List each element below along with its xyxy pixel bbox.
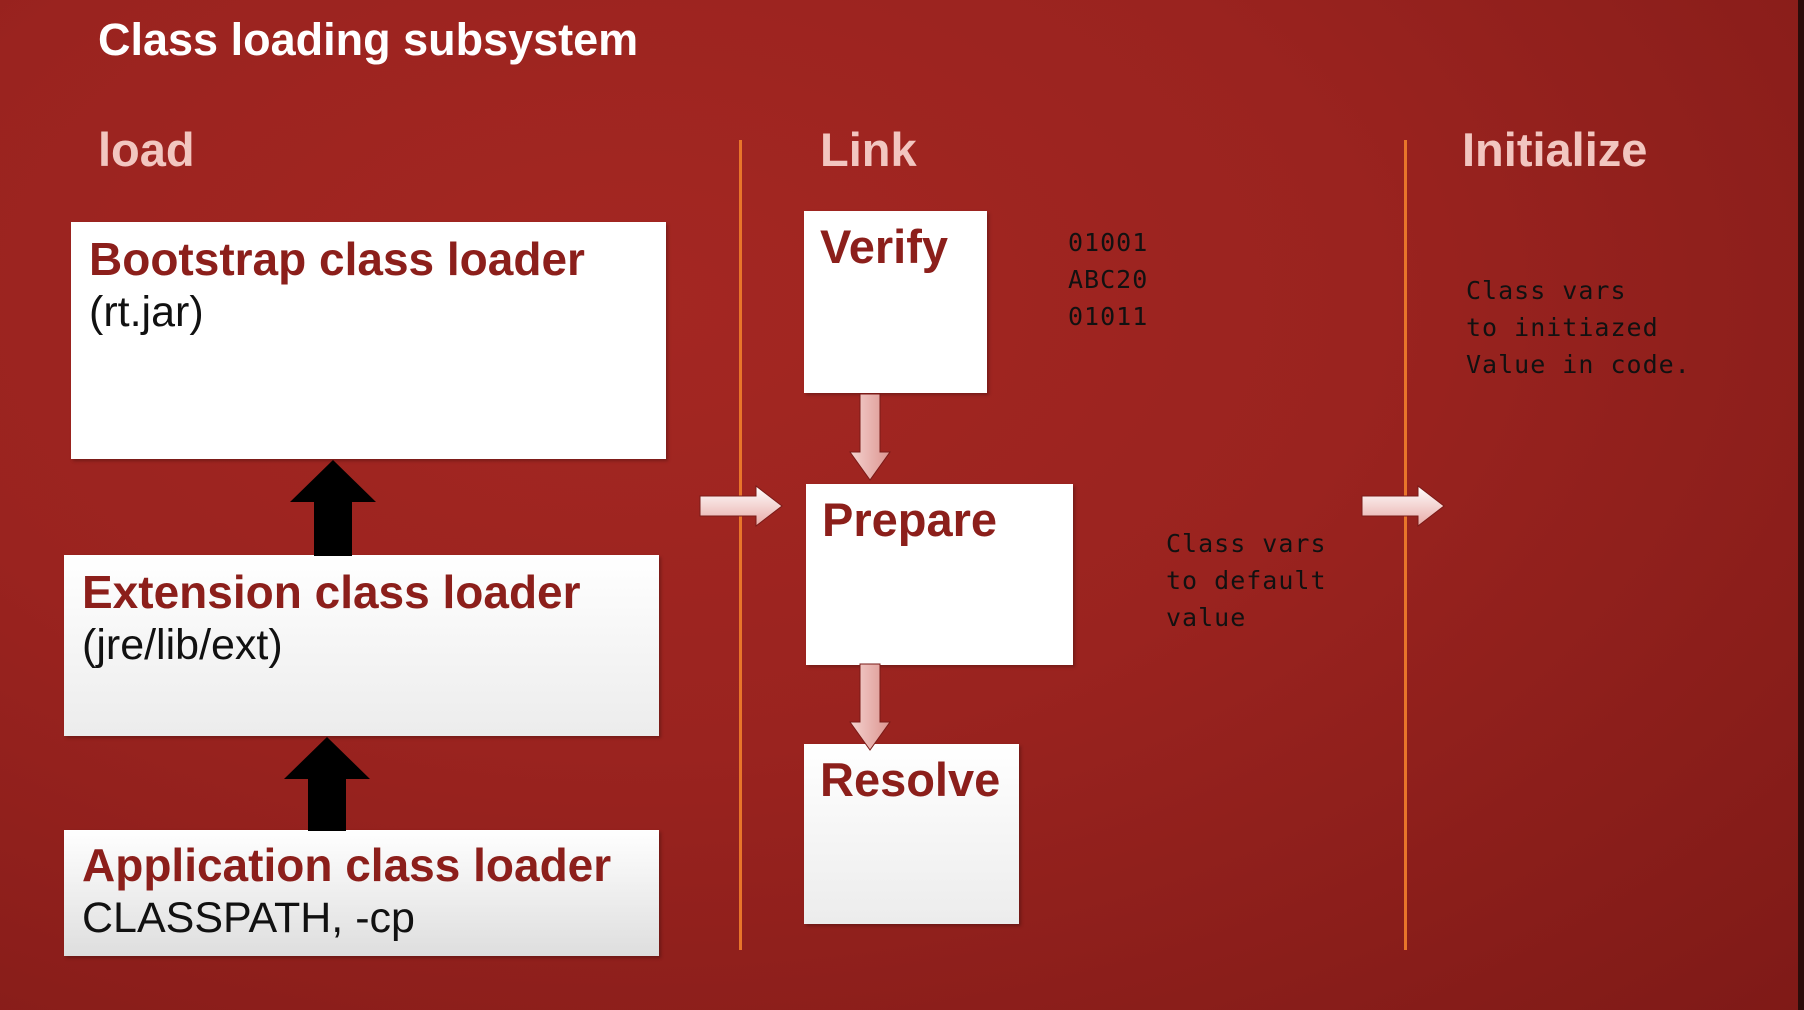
application-loader-name: Application class loader: [82, 839, 612, 891]
link-initialize-divider: [1404, 140, 1407, 950]
extension-loader-name: Extension class loader: [82, 566, 581, 618]
delegation-arrow-up-icon: [284, 737, 370, 831]
verify-bytecode-sample: 01001 ABC20 01011: [1068, 224, 1148, 335]
initialize-note: Class vars to initiazed Value in code.: [1466, 272, 1691, 383]
initialize-note-line: Class vars: [1466, 276, 1627, 305]
application-loader-path: CLASSPATH, -cp: [82, 894, 415, 942]
load-link-divider: [739, 140, 742, 950]
bytecode-line: 01011: [1068, 302, 1149, 331]
bytecode-line: ABC20: [1068, 265, 1149, 294]
initialize-note-line: Value in code.: [1466, 350, 1691, 379]
extension-loader-box: Extension class loader (jre/lib/ext): [64, 555, 659, 736]
slide-title: Class loading subsystem: [98, 14, 639, 65]
verify-label: Verify: [820, 220, 949, 273]
application-loader-box: Application class loader CLASSPATH, -cp: [64, 830, 659, 956]
bootstrap-loader-path: (rt.jar): [89, 288, 204, 336]
prepare-note-line: value: [1166, 603, 1247, 632]
extension-loader-path: (jre/lib/ext): [82, 621, 283, 669]
initialize-note-line: to initiazed: [1466, 313, 1659, 342]
prepare-label: Prepare: [822, 493, 998, 546]
verify-box: Verify: [804, 211, 987, 393]
prepare-note: Class vars to default value: [1166, 525, 1327, 636]
link-column-header: Link: [820, 123, 917, 176]
link-to-initialize-arrow-icon: [1361, 484, 1445, 528]
resolve-label: Resolve: [820, 753, 1001, 806]
bootstrap-loader-box: Bootstrap class loader (rt.jar): [71, 222, 666, 459]
load-column-header: load: [98, 123, 195, 176]
verify-to-prepare-arrow-icon: [849, 393, 891, 481]
prepare-note-line: to default: [1166, 566, 1327, 595]
initialize-column-header: Initialize: [1462, 123, 1648, 176]
prepare-note-line: Class vars: [1166, 529, 1327, 558]
resolve-box: Resolve: [804, 744, 1019, 924]
prepare-to-resolve-arrow-icon: [849, 663, 891, 751]
load-to-link-arrow-icon: [699, 484, 783, 528]
prepare-box: Prepare: [806, 484, 1073, 665]
delegation-arrow-up-icon: [290, 460, 376, 556]
bytecode-line: 01001: [1068, 228, 1149, 257]
bootstrap-loader-name: Bootstrap class loader: [89, 233, 585, 285]
